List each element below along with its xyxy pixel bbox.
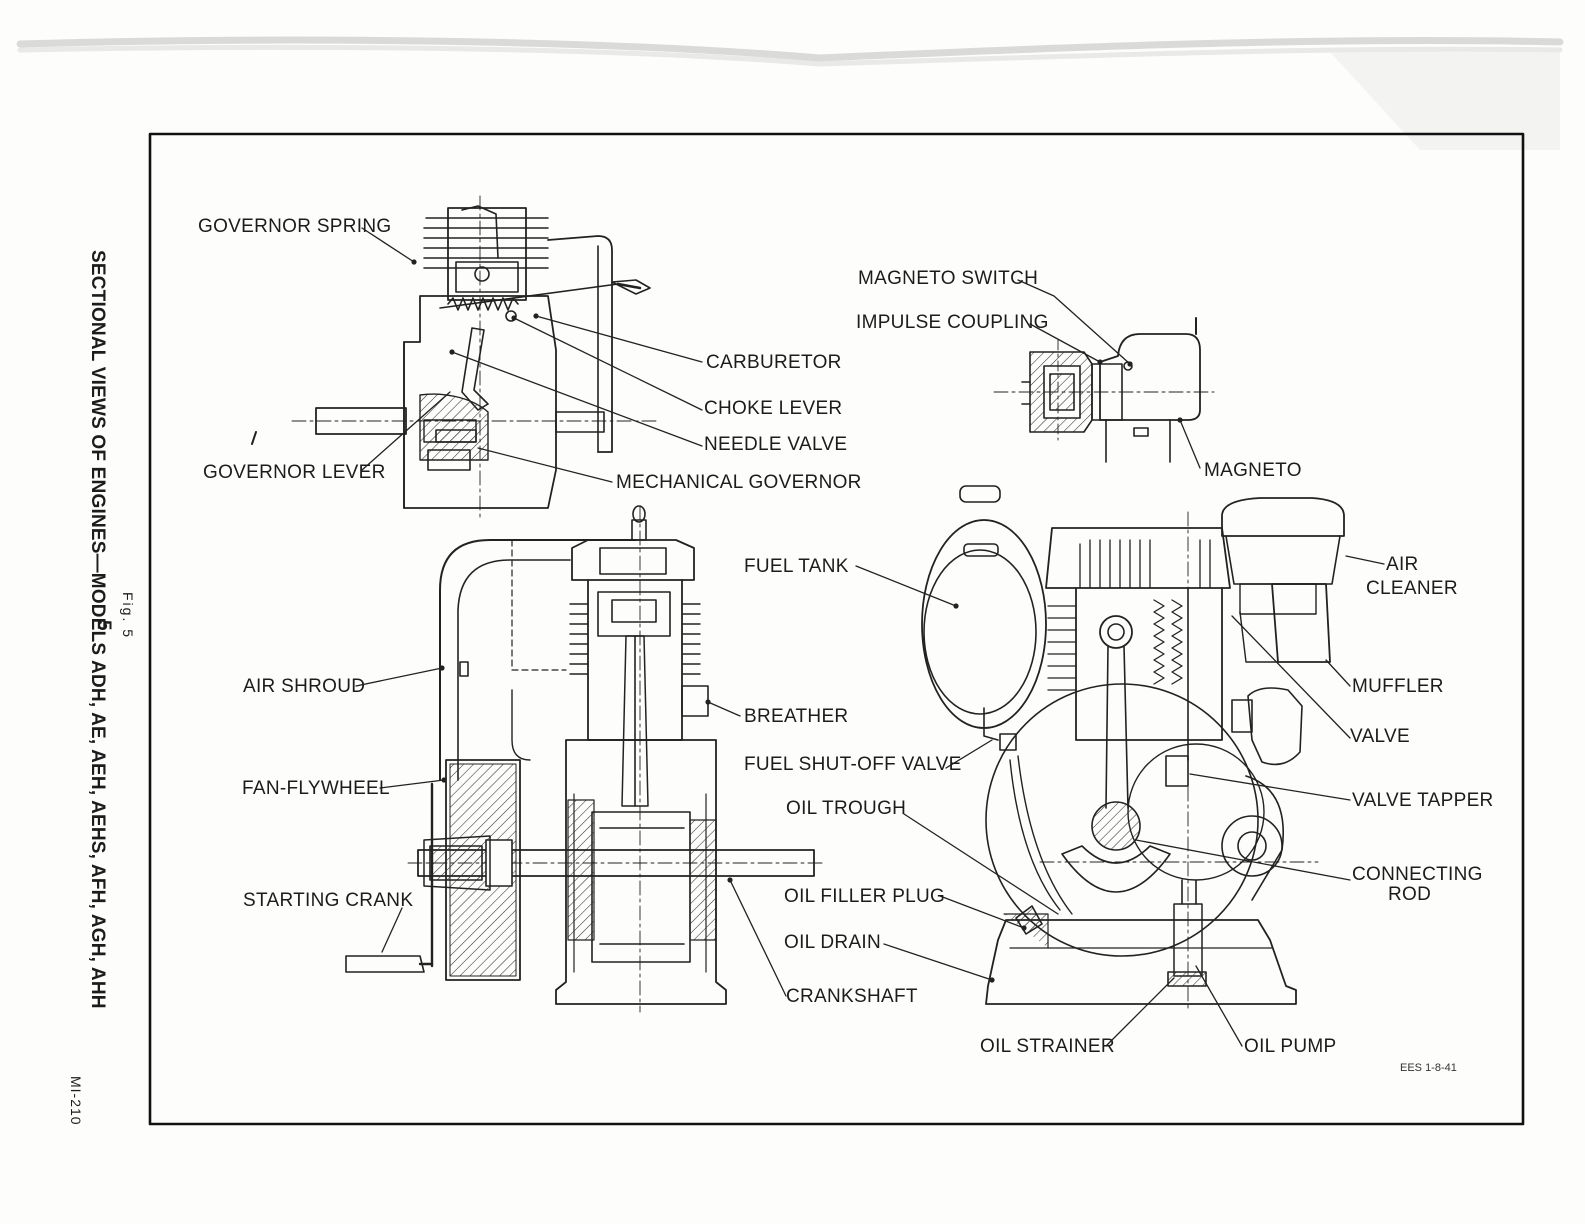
label-muffler: MUFFLER [1352, 676, 1444, 697]
label-carburetor: CARBURETOR [706, 352, 842, 373]
label-valve: VALVE [1350, 726, 1410, 747]
label-fuel-tank: FUEL TANK [744, 556, 849, 577]
leader-lines [355, 227, 1385, 1047]
label-valve-tapper: VALVE TAPPER [1352, 790, 1494, 811]
label-crankshaft: CRANKSHAFT [786, 986, 918, 1007]
label-oil-drain: OIL DRAIN [784, 932, 882, 953]
label-governor-spring: GOVERNOR SPRING [198, 216, 392, 237]
label-oil-strainer: OIL STRAINER [980, 1036, 1115, 1057]
label-oil-pump: OIL PUMP [1244, 1036, 1337, 1057]
page-fold-artifact [16, 36, 1564, 150]
figure-number: Fig. 5 [120, 592, 136, 640]
label-magneto: MAGNETO [1204, 460, 1302, 481]
label-impulse-coupling: IMPULSE COUPLING [856, 312, 1049, 333]
magneto-view [993, 317, 1215, 463]
label-mechanical-governor: MECHANICAL GOVERNOR [616, 472, 862, 493]
label-needle-valve: NEEDLE VALVE [704, 434, 848, 455]
drawing-frame [148, 132, 1525, 1126]
drawing-stamp: EES 1-8-41 [1400, 1062, 1457, 1074]
label-fan-flywheel: FAN-FLYWHEEL [242, 778, 390, 799]
label-starting-crank: STARTING CRANK [243, 890, 414, 911]
label-breather: BREATHER [744, 706, 849, 727]
label-air-cleaner-line2: CLEANER [1366, 578, 1458, 599]
governor-end-view [251, 195, 661, 521]
document-code: MI-210 [68, 1076, 84, 1126]
label-connecting-rod-line2: ROD [1388, 884, 1432, 905]
cross-section-view [921, 485, 1345, 1013]
label-fuel-shutoff-valve: FUEL SHUT-OFF VALVE [744, 754, 962, 775]
label-oil-filler-plug: OIL FILLER PLUG [784, 886, 946, 907]
label-choke-lever: CHOKE LEVER [704, 398, 843, 419]
page-number: 5 [93, 620, 114, 631]
label-air-cleaner-line1: AIR [1386, 554, 1419, 575]
label-governor-lever: GOVERNOR LEVER [203, 462, 386, 483]
side-section-view [345, 505, 827, 1013]
label-connecting-rod-line1: CONNECTING [1352, 864, 1483, 885]
label-oil-trough: OIL TROUGH [786, 798, 907, 819]
label-air-shroud: AIR SHROUD [243, 676, 366, 697]
label-magneto-switch: MAGNETO SWITCH [858, 268, 1039, 289]
leader-arrowheads [411, 259, 1183, 983]
